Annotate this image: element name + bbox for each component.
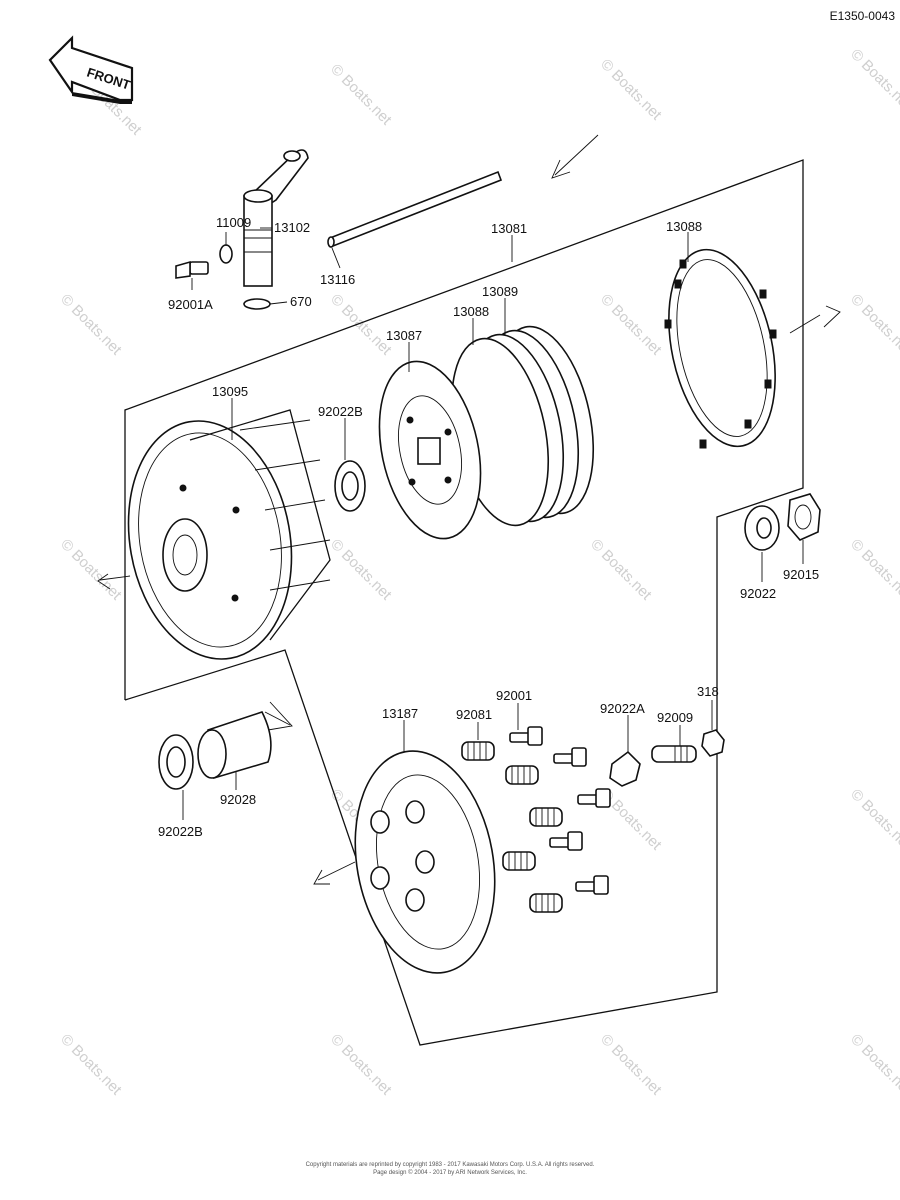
clutch-nut xyxy=(787,493,821,541)
callout-92022: 92022 xyxy=(740,586,776,601)
pressure-plate xyxy=(354,750,496,974)
o-ring xyxy=(243,298,271,310)
callout-92001a: 92001A xyxy=(168,297,213,312)
lock-nut xyxy=(701,729,725,757)
watermark: © Boats.net xyxy=(57,536,125,604)
callout-92081: 92081 xyxy=(456,707,492,722)
spring-bolt xyxy=(575,875,609,895)
release-lever xyxy=(243,149,309,287)
callout-92001: 92001 xyxy=(496,688,532,703)
thrust-washer xyxy=(158,734,194,790)
footer-line-2: Page design © 2004 - 2017 by ARI Network… xyxy=(373,1169,527,1176)
callout-318: 318 xyxy=(697,684,719,699)
watermark: © Boats.net xyxy=(847,786,900,854)
adjusting-screw xyxy=(651,745,697,763)
watermark: © Boats.net xyxy=(57,291,125,359)
front-arrow-icon: FRONT xyxy=(48,35,134,104)
callout-92015: 92015 xyxy=(783,567,819,582)
tab-washer xyxy=(609,750,641,787)
callout-13102: 13102 xyxy=(274,220,310,235)
watermark: © Boats.net xyxy=(587,536,655,604)
spring-bolt xyxy=(577,788,611,808)
watermark: © Boats.net xyxy=(327,536,395,604)
bolt-washer xyxy=(175,244,233,279)
diagram-code: E1350-0043 xyxy=(830,9,896,23)
copyright-footer: Copyright materials are reprinted by cop… xyxy=(306,1162,595,1176)
assembly-outline xyxy=(124,159,804,1046)
callout-13087: 13087 xyxy=(386,328,422,343)
clutch-spring xyxy=(505,765,539,785)
watermark: © Boats.net xyxy=(597,291,665,359)
spring-bolt xyxy=(509,726,543,746)
callout-13187: 13187 xyxy=(382,706,418,721)
watermark: © Boats.net xyxy=(327,291,395,359)
callout-13088: 13088 xyxy=(453,304,489,319)
sleeve-collar xyxy=(197,711,272,780)
callout-92022b: 92022B xyxy=(318,404,363,419)
watermark: © Boats.net xyxy=(327,61,395,129)
callout-labels: 11009 13102 13116 92001A 670 13081 13088… xyxy=(158,215,819,839)
clutch-hub xyxy=(378,360,482,540)
watermark: © Boats.net xyxy=(847,46,900,114)
callout-13095: 13095 xyxy=(212,384,248,399)
callout-92009: 92009 xyxy=(657,710,693,725)
callout-92022b: 92022B xyxy=(158,824,203,839)
callout-13088: 13088 xyxy=(666,219,702,234)
clutch-spring xyxy=(502,851,536,871)
clutch-housing xyxy=(127,409,331,660)
clutch-spring xyxy=(461,741,495,761)
clutch-spring xyxy=(529,893,563,913)
callout-13081: 13081 xyxy=(491,221,527,236)
spring-bolt xyxy=(553,747,587,767)
watermark: © Boats.net xyxy=(847,536,900,604)
push-rod xyxy=(327,170,503,248)
callout-13089: 13089 xyxy=(482,284,518,299)
callout-13116: 13116 xyxy=(320,272,355,287)
watermark: © Boats.net xyxy=(327,1031,395,1099)
footer-line-1: Copyright materials are reprinted by cop… xyxy=(306,1162,595,1168)
watermark: © Boats.net xyxy=(847,291,900,359)
watermark: © Boats.net xyxy=(847,1031,900,1099)
callout-670: 670 xyxy=(290,294,312,309)
leader-lines xyxy=(182,227,804,820)
thrust-washer xyxy=(334,460,366,512)
callout-11009: 11009 xyxy=(216,215,251,230)
clutch-spring xyxy=(529,807,563,827)
watermark: © Boats.net xyxy=(597,1031,665,1099)
arrow-icon xyxy=(97,134,841,885)
clutch-plate xyxy=(664,248,777,449)
lock-washer xyxy=(744,505,780,551)
watermark: © Boats.net xyxy=(57,1031,125,1099)
callout-92022a: 92022A xyxy=(600,701,645,716)
spring-bolt xyxy=(549,831,583,851)
callout-92028: 92028 xyxy=(220,792,256,807)
watermark: © Boats.net xyxy=(597,56,665,124)
